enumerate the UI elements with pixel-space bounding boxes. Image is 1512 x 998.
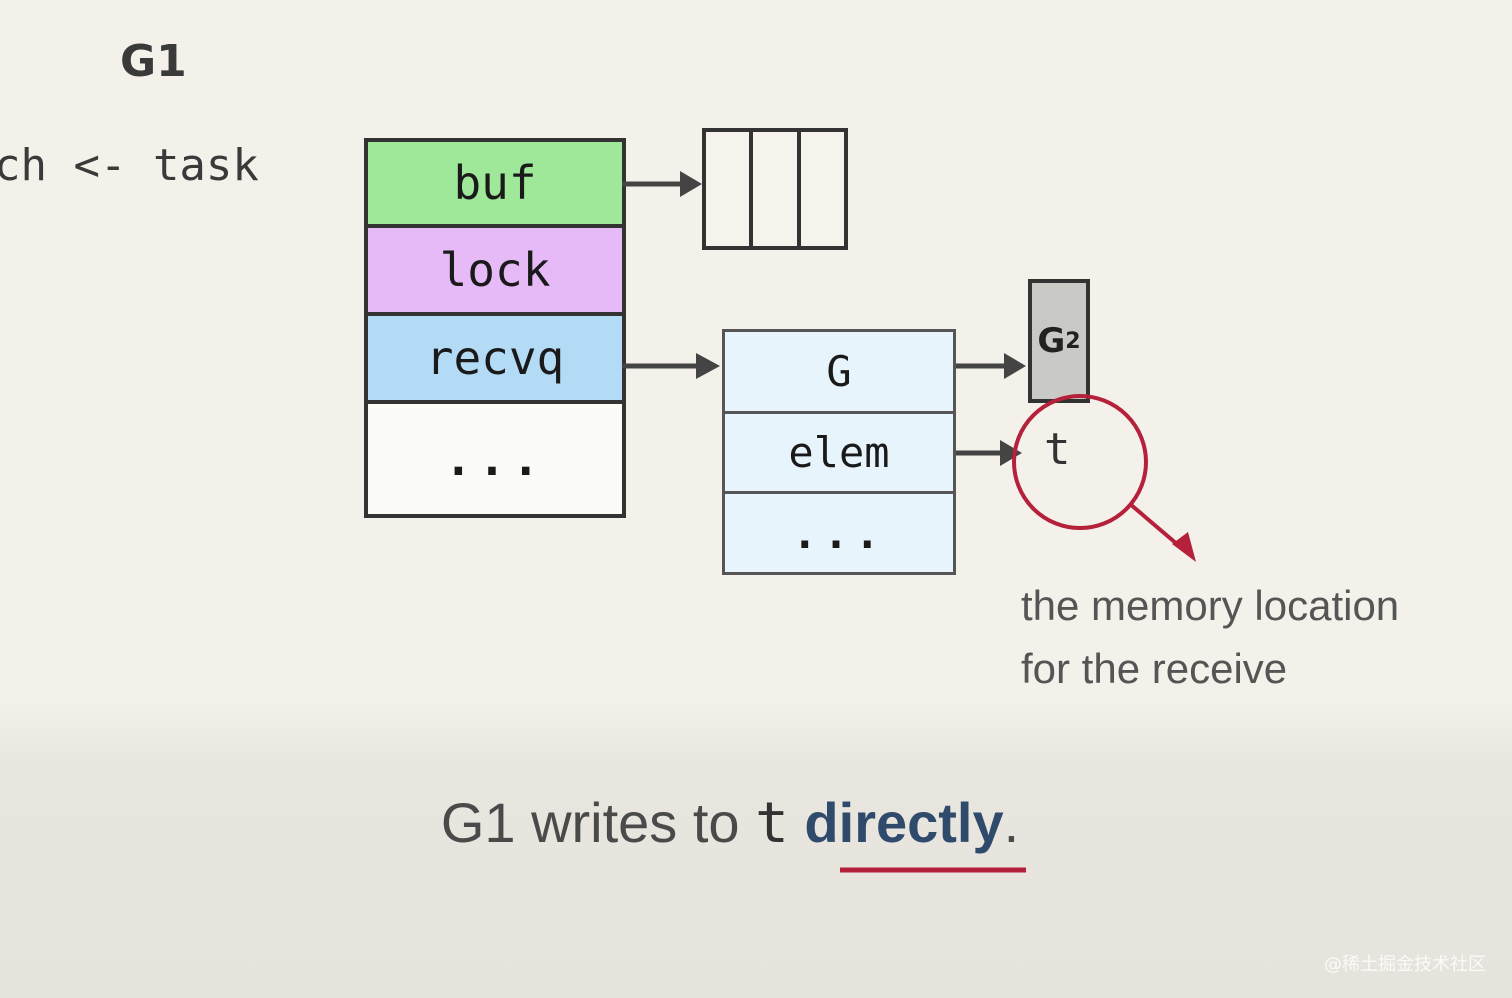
g2-label: G — [1037, 321, 1066, 361]
arrow-elem-to-t — [956, 440, 1022, 466]
arrow-recvq-to-sudog — [622, 353, 720, 379]
note-line-1: the memory location — [1021, 582, 1400, 629]
arrow-g-to-g2 — [956, 353, 1026, 379]
caption-background — [0, 700, 1512, 998]
hchan-field-recvq: recvq — [368, 316, 622, 400]
sudog-struct: G elem ... — [722, 329, 956, 575]
hchan-field-buf: buf — [368, 142, 622, 224]
caption-emphasis: directly — [804, 791, 1004, 854]
buffer-array — [702, 128, 848, 250]
highlight-circle — [1012, 394, 1148, 530]
slide-caption: G1 writes to t directly. — [0, 790, 1460, 856]
buffer-slot — [753, 132, 801, 246]
sudog-field-g: G — [725, 332, 953, 411]
caption-code: t — [755, 791, 789, 856]
hchan-field-lock: lock — [368, 228, 622, 312]
sudog-field-more: ... — [725, 494, 953, 572]
arrow-buf-to-array — [622, 171, 702, 197]
note-line-2: for the receive — [1021, 645, 1288, 692]
g2-subscript: 2 — [1065, 328, 1081, 354]
goroutine-title: G1 — [120, 36, 187, 87]
hchan-field-more: ... — [368, 404, 622, 514]
caption-suffix: . — [1003, 791, 1020, 854]
target-variable: t — [1044, 424, 1071, 475]
arrow-circle-to-note — [1128, 502, 1196, 562]
watermark: @稀土掘金技术社区 — [1324, 954, 1486, 975]
sudog-field-elem: elem — [725, 414, 953, 491]
hchan-struct: buf lock recvq ... — [364, 138, 626, 518]
buffer-slot — [706, 132, 754, 246]
code-line: ch <- task — [0, 140, 259, 191]
memory-location-note: the memory location for the receive — [1021, 574, 1399, 700]
caption-prefix: G1 writes to — [440, 791, 740, 854]
